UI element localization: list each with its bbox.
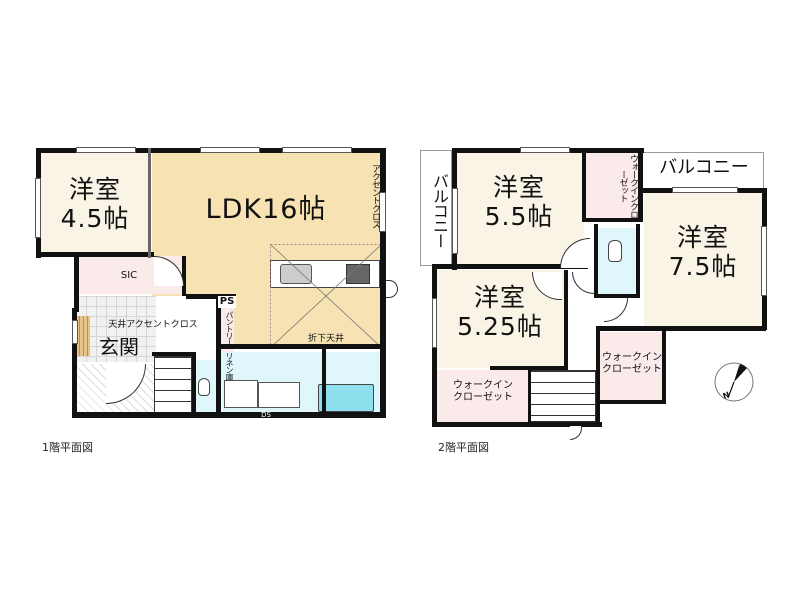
wic-top-label: ウォークインクローゼット	[617, 154, 638, 218]
door-arc	[604, 298, 628, 322]
linen-label: リネン庫	[225, 352, 234, 380]
sic-label: SIC	[120, 270, 138, 281]
wic-bottom-right-label: ウォークイン クローゼット	[600, 352, 664, 375]
floor-2-caption: 2階平面図	[438, 441, 489, 454]
compass-icon	[714, 362, 754, 402]
wic-line2: クローゼット	[453, 391, 513, 403]
pantry	[220, 308, 234, 344]
room-name: 洋室	[68, 175, 121, 204]
floor-1-plan: 洋室 4.5帖 LDK16帖 SIC 玄関 天井アクセントクロス PS パントリ…	[35, 147, 406, 423]
pantry-label: パントリー	[225, 310, 234, 346]
toilet-icon	[608, 240, 622, 262]
entrance-label: 玄関	[99, 335, 139, 359]
door-arc	[386, 280, 398, 298]
wall-accent-note: アクセントクロス	[370, 164, 380, 228]
washer-space	[224, 380, 258, 408]
room-name: 洋室	[473, 283, 526, 312]
western-room-5-5	[454, 152, 584, 264]
western-room-5-25-label: 洋室 5.25帖	[436, 283, 564, 342]
stove-icon	[346, 264, 370, 284]
western-room-4-5	[40, 152, 150, 254]
wic-line1: ウォークイン	[602, 352, 662, 363]
stairs-floor1	[154, 356, 192, 416]
door-arc	[572, 272, 594, 294]
sink-icon	[280, 264, 312, 284]
room-size: 5.25帖	[457, 311, 543, 341]
toilet-icon	[198, 378, 210, 396]
balcony-top-label: バルコニー	[659, 157, 749, 178]
western-room-7-5-label: 洋室 7.5帖	[644, 223, 762, 282]
wic-line1: ウォークイン	[453, 380, 513, 391]
room-name: 洋室	[676, 223, 729, 252]
shoe-bench	[76, 316, 90, 356]
ps-label: PS	[218, 296, 236, 308]
wic-top	[586, 152, 640, 220]
floor-2-plan: バルコニー バルコニー 洋室 5.5帖 ウォークインクローゼット 洋室 7.5帖…	[420, 147, 770, 440]
bathtub	[318, 384, 374, 412]
balcony-left-label: バルコニー	[430, 172, 449, 248]
ceiling-accent-note: 天井アクセントクロス	[108, 320, 198, 330]
washbasin	[258, 382, 300, 408]
door-arc	[570, 426, 582, 440]
western-room-4-5-label: 洋室 4.5帖	[40, 175, 150, 234]
room-size: 4.5帖	[60, 203, 130, 233]
lowered-ceiling-cross	[270, 244, 382, 348]
balcony-top	[642, 152, 764, 190]
wic-bottom-left	[436, 370, 530, 422]
ds-label: DS	[261, 411, 271, 419]
wic-bottom-left-label: ウォークイン クローゼット	[436, 380, 530, 403]
balcony-left	[420, 150, 452, 266]
hall	[156, 296, 216, 356]
room-name: 洋室	[492, 173, 545, 202]
room-size: 5.5帖	[484, 201, 554, 231]
western-room-7-5	[644, 192, 762, 326]
room-size: 7.5帖	[668, 251, 738, 281]
stairs-floor2	[530, 370, 596, 422]
wic-bottom-right	[600, 332, 664, 402]
floor-1-caption: 1階平面図	[42, 441, 93, 454]
lowered-ceiling-note: 折下天井	[307, 334, 344, 344]
ldk-label: LDK16帖	[205, 194, 327, 225]
toilet-floor2	[596, 228, 636, 296]
western-room-5-5-label: 洋室 5.5帖	[454, 173, 584, 232]
wic-line2: クローゼット	[602, 363, 662, 375]
